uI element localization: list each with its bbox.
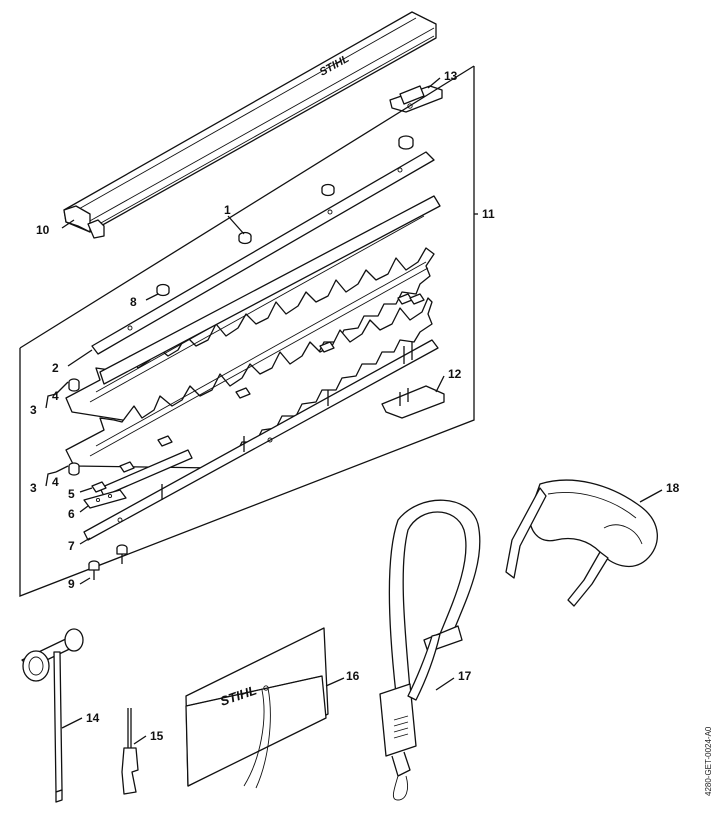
cutter-blade-lower bbox=[65, 261, 433, 469]
callout-10: 10 bbox=[36, 223, 50, 237]
nut-8 bbox=[156, 283, 170, 297]
nut-top-1 bbox=[398, 135, 414, 150]
part-9-screws bbox=[88, 544, 128, 580]
nut-top-2 bbox=[321, 183, 335, 197]
callout-7: 7 bbox=[68, 539, 75, 553]
part-5-slide bbox=[91, 481, 107, 493]
screw-9-a bbox=[88, 560, 100, 580]
assembly-frame bbox=[19, 65, 475, 597]
callout-3-upper: 3 bbox=[30, 403, 37, 417]
reference-code: 4280-GET-0024-A0 bbox=[704, 726, 713, 796]
part-17-shoulder-strap bbox=[379, 499, 481, 801]
guard-bar-top bbox=[91, 135, 435, 355]
part-16-tool-pouch: STIHL bbox=[185, 627, 329, 789]
callout-8: 8 bbox=[130, 295, 137, 309]
callout-2: 2 bbox=[52, 361, 59, 375]
callout-17: 17 bbox=[458, 669, 472, 683]
callout-9: 9 bbox=[68, 577, 75, 591]
callout-6: 6 bbox=[68, 507, 75, 521]
leader-lines bbox=[45, 77, 663, 745]
part-6-plate bbox=[83, 489, 127, 509]
callout-16: 16 bbox=[346, 669, 360, 683]
callout-11: 11 bbox=[482, 207, 495, 221]
cutter-blade-upper bbox=[65, 195, 441, 433]
screw-9-b bbox=[116, 544, 128, 564]
part-7-guard-bar bbox=[83, 339, 439, 541]
callout-3-lower: 3 bbox=[30, 481, 37, 495]
part-10-blade-guard: STIHL bbox=[63, 11, 437, 239]
part-4-washer-lower bbox=[68, 462, 80, 476]
callout-4-upper: 4 bbox=[52, 389, 59, 403]
callout-labels: 1 2 3 3 4 4 5 6 7 8 9 10 11 12 13 14 15 … bbox=[30, 69, 680, 743]
callout-13: 13 bbox=[444, 69, 458, 83]
part-4-washer-upper bbox=[68, 378, 80, 392]
callout-12: 12 bbox=[448, 367, 462, 381]
callout-14: 14 bbox=[86, 711, 100, 725]
part-12-bracket bbox=[381, 385, 445, 419]
part-13-bracket bbox=[389, 85, 443, 113]
callout-18: 18 bbox=[666, 481, 680, 495]
part-14-combination-wrench bbox=[21, 628, 84, 803]
part-15-screwdriver bbox=[121, 708, 139, 795]
callout-15: 15 bbox=[150, 729, 164, 743]
callout-5: 5 bbox=[68, 487, 75, 501]
callout-4-lower: 4 bbox=[52, 475, 59, 489]
callout-1: 1 bbox=[224, 203, 231, 217]
slide-pieces bbox=[68, 293, 425, 509]
part-18-safety-glasses bbox=[505, 479, 658, 607]
nut-top-3 bbox=[238, 231, 252, 245]
